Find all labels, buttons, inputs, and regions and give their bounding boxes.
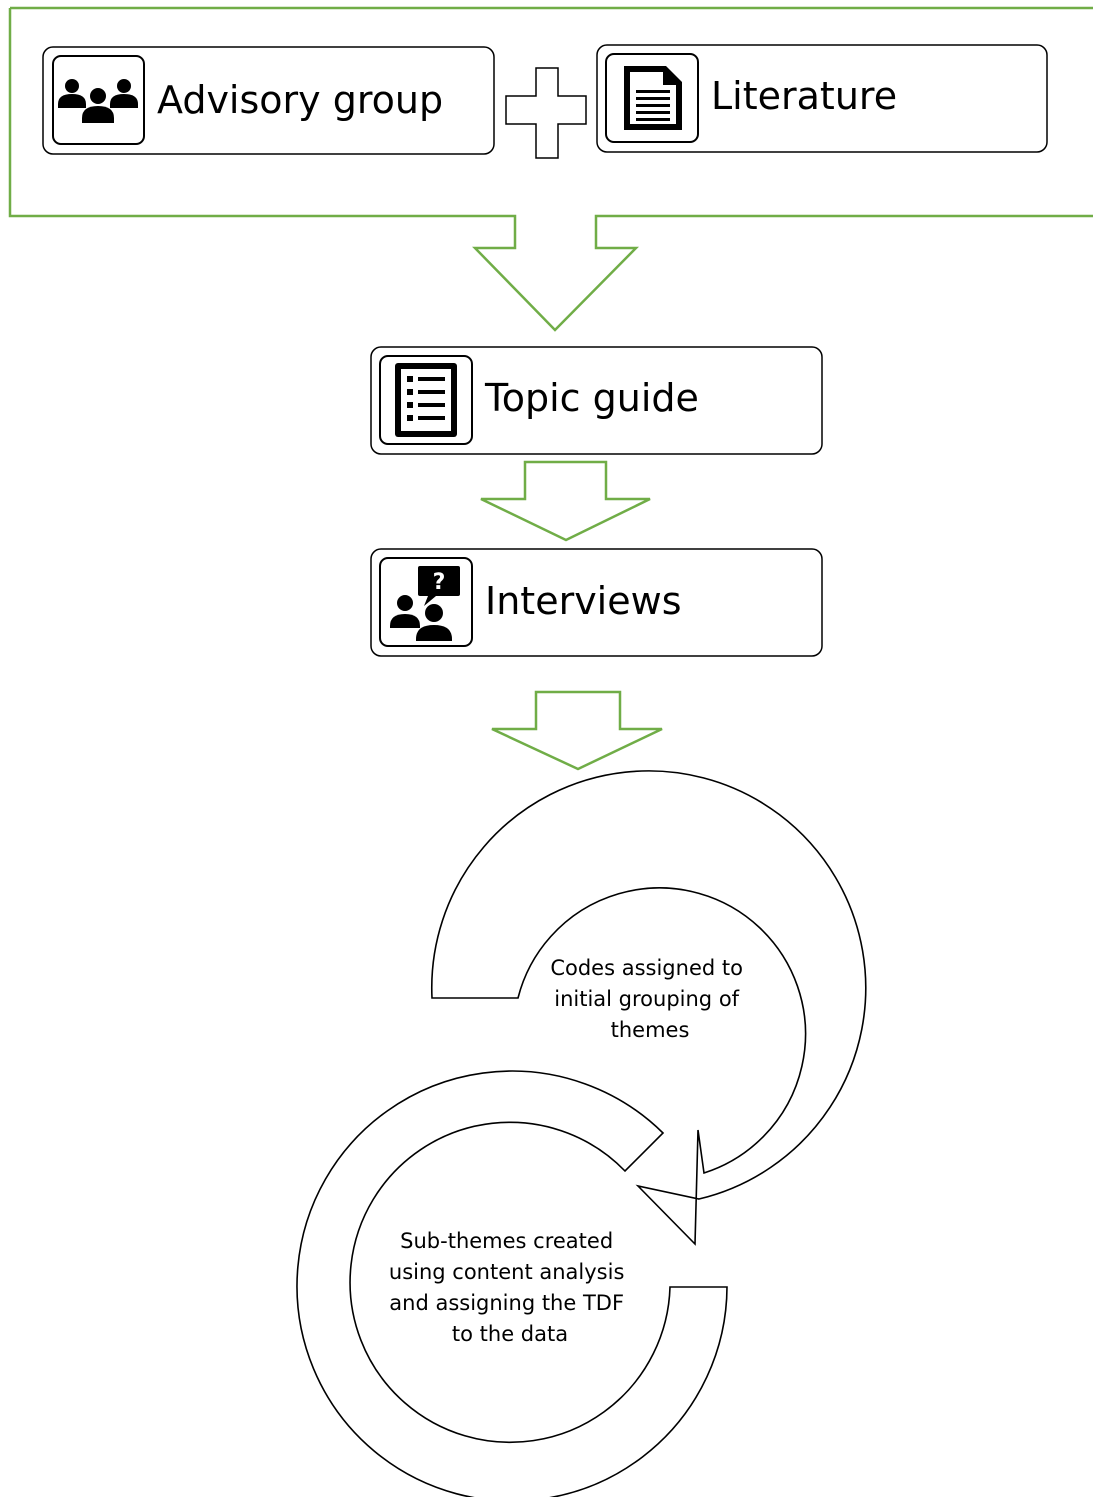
topic-guide-label: Topic guide xyxy=(484,376,699,420)
advisory-group-box: Advisory group xyxy=(42,46,495,155)
lower-cycle-text: Sub-themes created using content analysi… xyxy=(389,1229,631,1346)
interviews-box: ? Interviews xyxy=(370,548,823,657)
topic-guide-box: Topic guide xyxy=(370,346,823,455)
upper-cycle-arrow xyxy=(430,770,867,1246)
arrow-to-analysis xyxy=(491,690,663,771)
interviews-label: Interviews xyxy=(485,579,682,623)
lower-cycle-arrow xyxy=(296,1070,728,1497)
upper-cycle-text: Codes assigned to initial grouping of th… xyxy=(550,956,749,1042)
svg-text:?: ? xyxy=(433,570,446,595)
inputs-container-arrow xyxy=(8,6,1093,332)
upper-cycle-line: initial grouping of xyxy=(554,987,739,1011)
literature-label: Literature xyxy=(711,74,897,118)
lower-cycle-line: Sub-themes created xyxy=(400,1229,613,1253)
lower-cycle-line: and assigning the TDF xyxy=(389,1291,624,1315)
lower-cycle-line: using content analysis xyxy=(389,1260,625,1284)
arrow-to-interviews xyxy=(480,460,651,542)
literature-box: Literature xyxy=(596,44,1048,153)
interview-question-icon: ? xyxy=(390,566,460,641)
document-icon xyxy=(624,66,682,130)
checklist-icon xyxy=(395,363,457,437)
advisory-group-label: Advisory group xyxy=(157,78,443,122)
upper-cycle-line: Codes assigned to xyxy=(550,956,743,980)
upper-cycle-line: themes xyxy=(611,1018,690,1042)
plus-icon xyxy=(505,67,587,159)
people-group-icon xyxy=(58,79,138,123)
lower-cycle-line: to the data xyxy=(452,1322,568,1346)
